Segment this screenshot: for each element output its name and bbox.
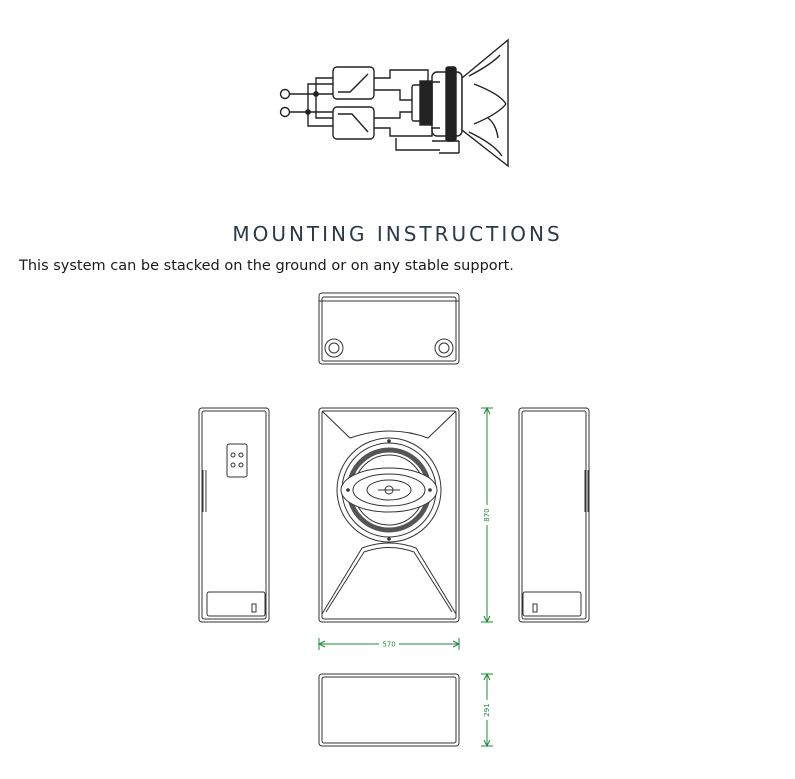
input-terminal-top: [279, 88, 291, 100]
section-title: MOUNTING INSTRUCTIONS: [232, 222, 563, 246]
handle-left: [206, 591, 266, 617]
dimension-lines: [317, 406, 493, 748]
woofer-cone: [461, 38, 509, 168]
handle-right: [522, 591, 582, 617]
connector-plate: [226, 443, 248, 478]
dimension-depth-label: 291: [483, 703, 491, 716]
woofer: [336, 437, 442, 543]
input-terminal-bottom: [279, 106, 291, 118]
feet-socket-left: [324, 338, 344, 358]
dimension-width-label: 570: [382, 641, 395, 649]
top-view: [318, 292, 460, 365]
section-description: This system can be stacked on the ground…: [19, 258, 514, 274]
bottom-view: [318, 673, 460, 747]
feet-socket-right: [434, 338, 454, 358]
signal-diagram: [279, 38, 509, 168]
highpass-filter-block: [332, 66, 375, 100]
left-side-view: [198, 407, 270, 623]
dimension-height-label: 870: [483, 508, 491, 521]
lowpass-filter-block: [332, 106, 375, 140]
right-side-view: [518, 407, 590, 623]
front-view: [318, 407, 460, 623]
